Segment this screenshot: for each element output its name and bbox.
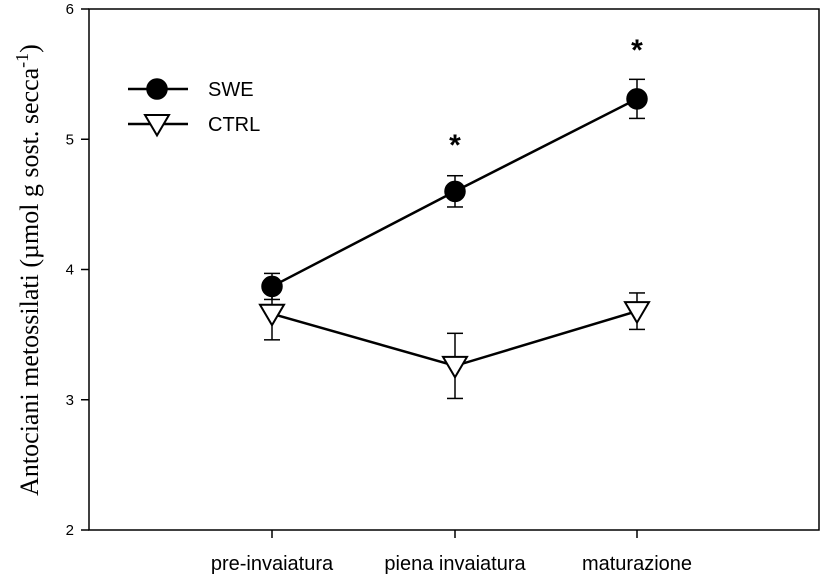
annotation-layer: **	[449, 34, 643, 162]
y-axis-label: Antociani metossilati (µmol g sost. secc…	[12, 44, 44, 496]
series-swe	[261, 78, 648, 301]
y-axis-label-close: )	[15, 44, 44, 53]
y-tick-label: 6	[66, 1, 74, 18]
significance-marker: *	[449, 129, 461, 162]
x-axis: pre-invaiatura piena invaiatura maturazion…	[211, 530, 692, 575]
y-tick-label: 2	[66, 522, 74, 539]
y-axis-label-text: Antociani metossilati (µmol g sost. secc…	[15, 67, 44, 495]
data-point	[626, 88, 648, 110]
legend: SWE CTRL	[128, 78, 260, 138]
legend-item-swe: SWE	[128, 78, 254, 101]
plot-area-frame	[88, 8, 820, 531]
x-tick-label: maturazione	[582, 553, 692, 575]
x-tick-label: pre-invaiatura	[211, 553, 334, 575]
significance-marker: *	[631, 34, 643, 67]
data-point	[441, 355, 469, 380]
legend-marker	[143, 114, 171, 138]
series-layer	[258, 78, 651, 400]
legend-marker	[146, 78, 168, 100]
legend-label: SWE	[208, 79, 254, 101]
data-point	[444, 180, 466, 203]
legend-label: CTRL	[208, 114, 260, 136]
data-point	[623, 301, 651, 325]
legend-item-ctrl: CTRL	[128, 114, 260, 138]
data-point	[258, 303, 286, 328]
y-axis: 2 3 4 5 6	[66, 1, 89, 539]
x-tick-label: piena invaiatura	[384, 553, 526, 575]
y-tick-label: 3	[66, 392, 74, 409]
y-axis-label-superscript: -1	[12, 53, 32, 68]
y-tick-label: 4	[66, 262, 74, 279]
y-tick-label: 5	[66, 131, 74, 148]
series-ctrl	[258, 286, 651, 400]
